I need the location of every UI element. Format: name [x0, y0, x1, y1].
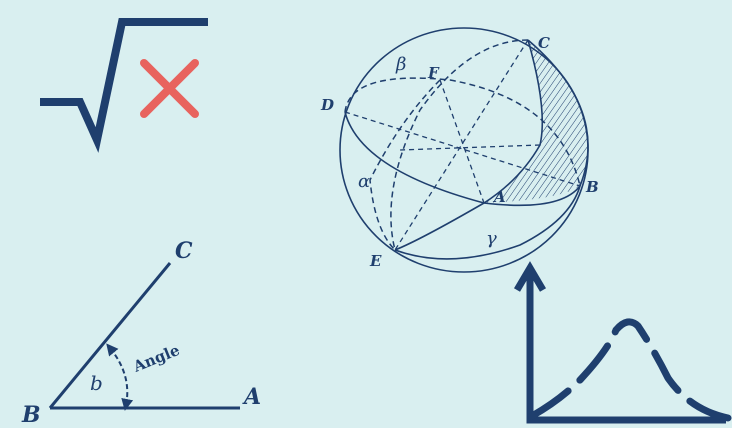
point-label-a: A	[242, 384, 261, 410]
bell-curve-axes	[526, 272, 726, 424]
vertex-label-b: B	[21, 402, 41, 428]
sphere-label-alpha: α	[358, 171, 370, 192]
square-root-icon	[40, 18, 208, 153]
sphere-diagram: C F D A B E β α γ	[320, 27, 599, 273]
angle-diagram: B C A b Angle	[21, 238, 261, 428]
point-label-c: C	[175, 238, 193, 264]
sphere-label-e: E	[369, 252, 382, 270]
angle-symbol-b: b	[90, 371, 103, 395]
angle-caption: Angle	[130, 341, 182, 376]
sphere-label-a: A	[492, 188, 506, 206]
cross-icon	[140, 59, 199, 118]
sphere-label-b: B	[585, 178, 599, 196]
sphere-label-c: C	[538, 34, 550, 52]
y-axis-arrowhead	[513, 261, 547, 292]
ray-bc	[48, 262, 172, 409]
sphere-label-gamma: γ	[486, 228, 497, 249]
sphere-label-f: F	[427, 64, 440, 82]
bell-curve-line	[528, 318, 732, 422]
bell-curve-icon	[513, 261, 732, 424]
sphere-label-d: D	[320, 96, 334, 114]
sphere-label-beta: β	[395, 54, 406, 75]
hatched-lune	[484, 40, 589, 203]
angle-arc	[106, 343, 134, 411]
